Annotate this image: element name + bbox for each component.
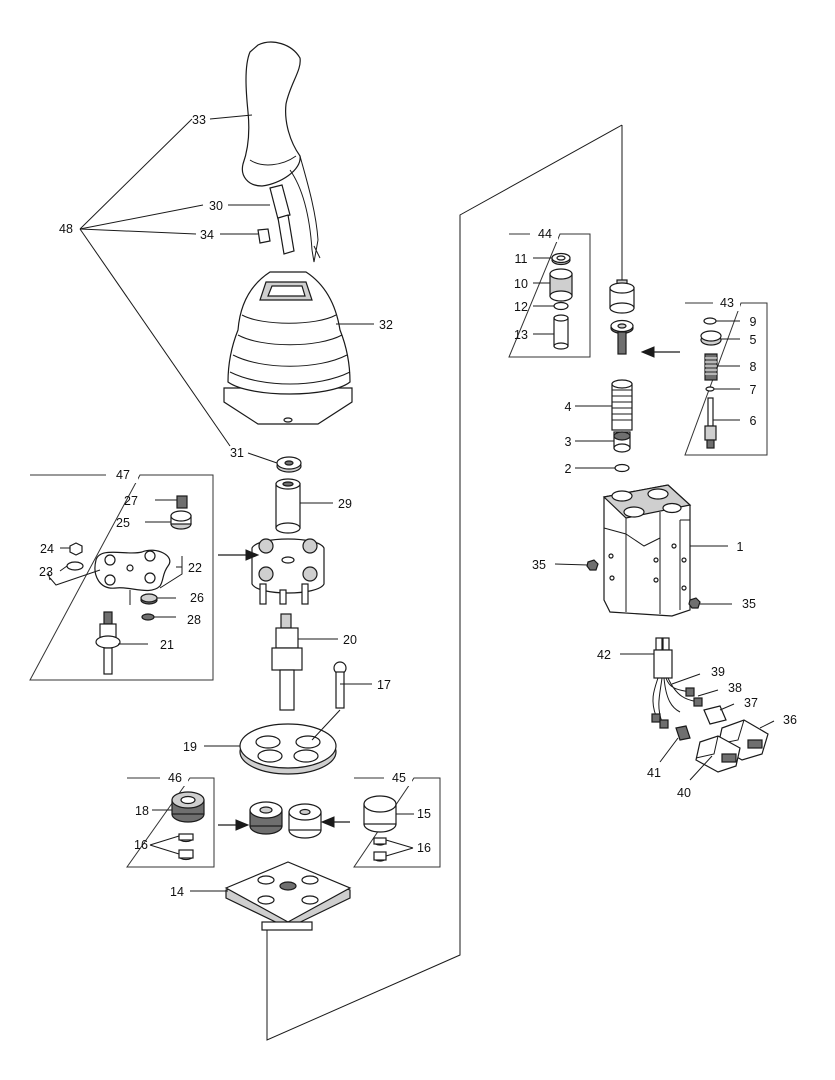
kit-46-box: 46 18 16 bbox=[126, 770, 215, 868]
callout-9: 9 bbox=[750, 315, 757, 329]
callout-15: 15 bbox=[417, 807, 431, 821]
kit-43-box: 43 9 5 8 7 6 bbox=[684, 295, 768, 456]
kit-45-box: 45 15 16 bbox=[353, 770, 441, 868]
left-leaders: 33 30 34 48 31 32 29 20 17 19 14 bbox=[59, 113, 393, 899]
callout-25: 25 bbox=[116, 516, 130, 530]
callout-37: 37 bbox=[744, 696, 758, 710]
callout-33: 33 bbox=[192, 113, 206, 127]
kit-46-label: 46 bbox=[168, 771, 182, 785]
push-rod bbox=[271, 613, 303, 711]
callout-27: 27 bbox=[124, 494, 138, 508]
callout-31: 31 bbox=[230, 446, 244, 460]
callout-26: 26 bbox=[190, 591, 204, 605]
callout-48: 48 bbox=[59, 222, 73, 236]
callout-17: 17 bbox=[377, 678, 391, 692]
kit-43-label: 43 bbox=[720, 296, 734, 310]
kit-47-label: 47 bbox=[116, 468, 130, 482]
callout-18: 18 bbox=[135, 804, 149, 818]
callout-36: 36 bbox=[783, 713, 797, 727]
kit-47-box: 47 bbox=[29, 467, 214, 681]
callout-4: 4 bbox=[565, 400, 572, 414]
kit-46-arrowhead bbox=[235, 819, 250, 831]
callout-6: 6 bbox=[750, 414, 757, 428]
callout-35-left: 35 bbox=[532, 558, 546, 572]
callout-13: 13 bbox=[514, 328, 528, 342]
kit-47-arrowhead bbox=[245, 549, 260, 561]
kit-44-label: 44 bbox=[538, 227, 552, 241]
callout-11: 11 bbox=[515, 252, 528, 266]
callout-35-right: 35 bbox=[742, 597, 756, 611]
callout-38: 38 bbox=[728, 681, 742, 695]
callout-24: 24 bbox=[40, 542, 54, 556]
callout-16-left: 16 bbox=[134, 838, 148, 852]
callout-19: 19 bbox=[183, 740, 197, 754]
callout-34: 34 bbox=[200, 228, 214, 242]
callout-42: 42 bbox=[597, 648, 611, 662]
valve-stack: 4 3 2 bbox=[565, 279, 635, 476]
handle-grip bbox=[241, 41, 321, 263]
cam-disc bbox=[239, 723, 337, 775]
pin-sleeve bbox=[257, 184, 295, 255]
callout-20: 20 bbox=[343, 633, 357, 647]
plate-assembly bbox=[251, 538, 325, 605]
callout-41: 41 bbox=[647, 766, 661, 780]
guide-pin bbox=[333, 661, 347, 709]
callout-3: 3 bbox=[565, 435, 572, 449]
callout-21: 21 bbox=[160, 638, 174, 652]
kit-45-label: 45 bbox=[392, 771, 406, 785]
callout-5: 5 bbox=[750, 333, 757, 347]
callout-23: 23 bbox=[39, 565, 53, 579]
callout-22: 22 bbox=[188, 561, 202, 575]
assembly-boundary bbox=[266, 124, 623, 1041]
wire-harness: 42 39 38 37 36 41 40 bbox=[597, 637, 797, 800]
callout-8: 8 bbox=[750, 360, 757, 374]
callout-2: 2 bbox=[565, 462, 572, 476]
callout-10: 10 bbox=[514, 277, 528, 291]
nut-and-sleeve bbox=[275, 456, 302, 534]
callout-29: 29 bbox=[338, 497, 352, 511]
kit-43-arrowhead bbox=[640, 346, 655, 358]
callout-40: 40 bbox=[677, 786, 691, 800]
callout-28: 28 bbox=[187, 613, 201, 627]
bushing-pair bbox=[249, 801, 322, 839]
base-plate bbox=[224, 861, 352, 931]
kit-44-box: 44 11 10 12 13 bbox=[508, 226, 591, 358]
callout-14: 14 bbox=[170, 885, 184, 899]
callout-7: 7 bbox=[750, 383, 757, 397]
kit-45-arrowhead bbox=[320, 816, 335, 828]
callout-32: 32 bbox=[379, 318, 393, 332]
callout-1: 1 bbox=[737, 540, 744, 554]
callout-30: 30 bbox=[209, 199, 223, 213]
callout-12: 12 bbox=[514, 300, 528, 314]
callout-39: 39 bbox=[711, 665, 725, 679]
rubber-boot bbox=[223, 271, 353, 425]
callout-16-right: 16 bbox=[417, 841, 431, 855]
valve-body: 1 35 35 bbox=[532, 484, 756, 617]
